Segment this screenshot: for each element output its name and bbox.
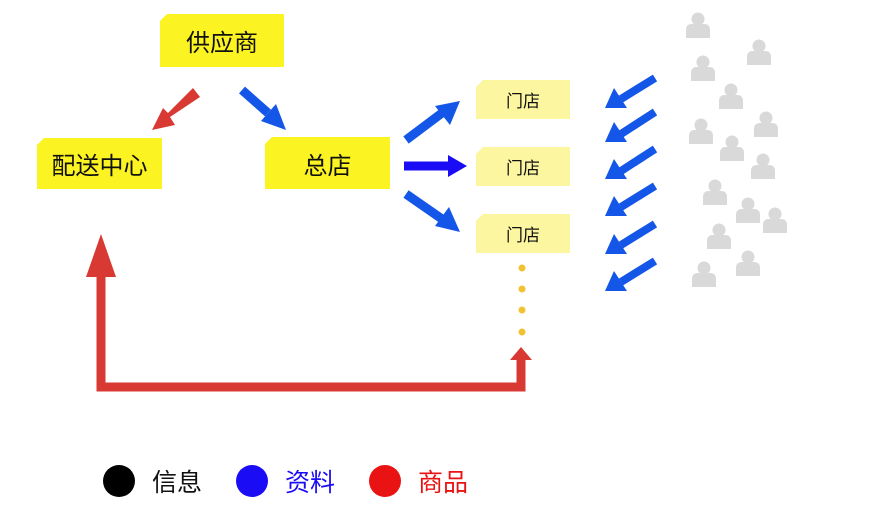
legend-label: 商品 xyxy=(418,468,469,497)
store-node: 门店 xyxy=(476,80,570,119)
legend-item-data: 资料 xyxy=(236,463,335,499)
goods-arrowhead-store xyxy=(510,347,532,360)
arrow-head-store-to-store-1 xyxy=(403,109,445,144)
customer-arrows xyxy=(605,74,658,291)
customer-icon xyxy=(689,118,713,144)
customer-icon xyxy=(763,207,787,233)
customer-icon xyxy=(691,55,715,81)
legend-item-info: 信息 xyxy=(103,463,202,499)
info-flow xyxy=(239,74,658,291)
supplier-label: 供应商 xyxy=(186,29,258,57)
goods-arrow-supplier-to-dc xyxy=(152,88,200,130)
goods-flow xyxy=(86,88,532,392)
legend-dot xyxy=(236,465,269,497)
customer-icon xyxy=(720,135,744,161)
customer-icon xyxy=(686,12,710,38)
legend-dot xyxy=(369,465,402,497)
head-store-label: 总店 xyxy=(303,151,352,180)
legend-label: 资料 xyxy=(285,468,336,497)
customer-icon xyxy=(736,250,760,276)
customer-icon xyxy=(703,179,727,205)
customer-icon xyxy=(754,111,778,137)
store-node: 门店 xyxy=(476,147,570,186)
distribution-center-label: 配送中心 xyxy=(51,152,148,180)
arrow-head-store-to-store-3 xyxy=(403,190,445,223)
store-label: 门店 xyxy=(506,226,540,246)
customer-icon xyxy=(751,153,775,179)
legend-dot xyxy=(103,465,135,497)
customers xyxy=(686,12,787,287)
legend-item-goods: 商品 xyxy=(369,463,468,499)
customer-icon xyxy=(707,223,731,249)
more-stores-dots xyxy=(518,264,526,336)
supplier-node: 供应商 xyxy=(160,14,284,67)
store-node: 门店 xyxy=(476,214,570,253)
distribution-center-node: 配送中心 xyxy=(37,138,162,189)
customer-icon xyxy=(692,261,716,287)
goods-arrowhead-dc xyxy=(86,234,116,277)
store-label: 门店 xyxy=(506,92,540,112)
customer-icon xyxy=(719,83,743,109)
customer-icon xyxy=(736,197,760,223)
head-store-node: 总店 xyxy=(265,137,390,189)
arrow-supplier-to-head-store xyxy=(239,86,271,117)
goods-return-line xyxy=(96,277,526,392)
legend: 信息 资料 商品 xyxy=(103,462,502,500)
legend-label: 信息 xyxy=(152,468,203,497)
store-label: 门店 xyxy=(506,159,540,179)
customer-icon xyxy=(747,39,771,65)
